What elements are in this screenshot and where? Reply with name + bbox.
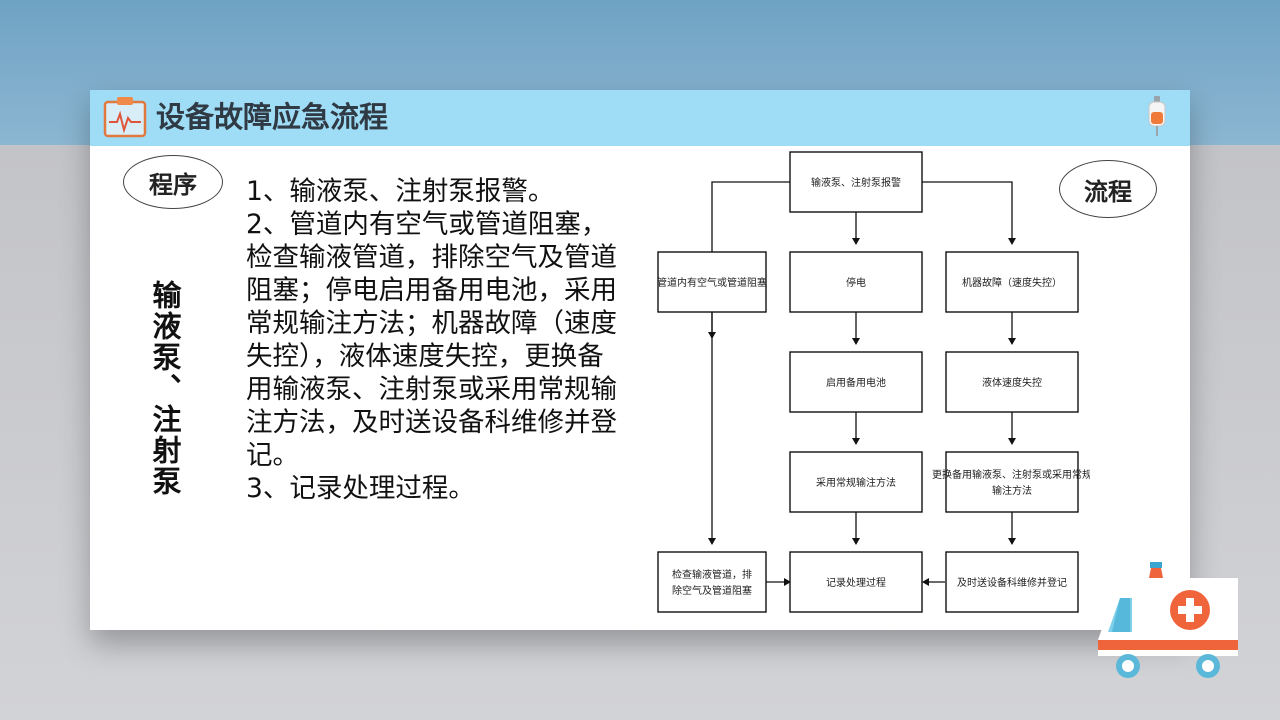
step-1: 1、输液泵、注射泵报警。	[246, 176, 555, 207]
node-battery-text: 启用备用电池	[826, 376, 886, 389]
node-air	[657, 251, 767, 313]
node-air-text: 管道内有空气或管道阻塞	[657, 276, 767, 289]
node-replace-text-2: 输注方法	[992, 484, 1032, 497]
procedure-text: 1、输液泵、注射泵报警。 2、管道内有空气或管道阻塞，检查输液管道，排除空气及管…	[246, 175, 621, 505]
program-label: 程序	[123, 155, 223, 209]
step-3: 3、记录处理过程。	[246, 473, 475, 504]
header-bar: 设备故障应急流程	[90, 90, 1190, 146]
slide-card: 设备故障应急流程 程序 输液泵、注射泵 1、输液泵、注射泵报警。 2、管道内有空…	[90, 90, 1190, 630]
node-start-text: 输液泵、注射泵报警	[811, 176, 901, 189]
ambulance-icon	[1098, 562, 1238, 678]
flow-label: 流程	[1059, 160, 1157, 218]
connector-start-fault	[922, 181, 1016, 245]
device-vertical-label: 输液泵、注射泵	[148, 280, 182, 497]
flowchart: 输液泵、注射泵报警 管道内有空气或管道阻塞 停电 机器故障（速度失控） 启用备用…	[657, 151, 1090, 613]
node-fault-text: 机器故障（速度失控）	[962, 276, 1062, 289]
node-conventional-text: 采用常规输注方法	[816, 476, 896, 489]
node-fault	[945, 251, 1079, 313]
node-power	[789, 251, 923, 313]
node-check-text-1: 检查输液管道，排	[672, 568, 752, 581]
node-conventional	[789, 451, 923, 513]
node-record	[789, 551, 923, 613]
node-power-text: 停电	[846, 276, 866, 289]
node-replace-text-1: 更换备用输液泵、注射泵或采用常规	[932, 468, 1090, 481]
page-title: 设备故障应急流程	[156, 100, 389, 134]
step-2: 2、管道内有空气或管道阻塞，检查输液管道，排除空气及管道阻塞；停电启用备用电池，…	[246, 209, 617, 471]
node-record-text: 记录处理过程	[826, 576, 886, 589]
node-check	[657, 551, 767, 613]
node-battery	[789, 351, 923, 413]
node-repair	[945, 551, 1079, 613]
node-speed	[945, 351, 1079, 413]
node-start	[789, 151, 923, 213]
node-repair-text: 及时送设备科维修并登记	[957, 576, 1067, 589]
node-check-text-2: 除空气及管道阻塞	[672, 584, 752, 597]
monitor-clipboard-icon	[103, 97, 147, 138]
node-replace	[945, 451, 1079, 513]
iv-drip-bag-icon	[1148, 96, 1166, 136]
node-speed-text: 液体速度失控	[982, 376, 1042, 389]
